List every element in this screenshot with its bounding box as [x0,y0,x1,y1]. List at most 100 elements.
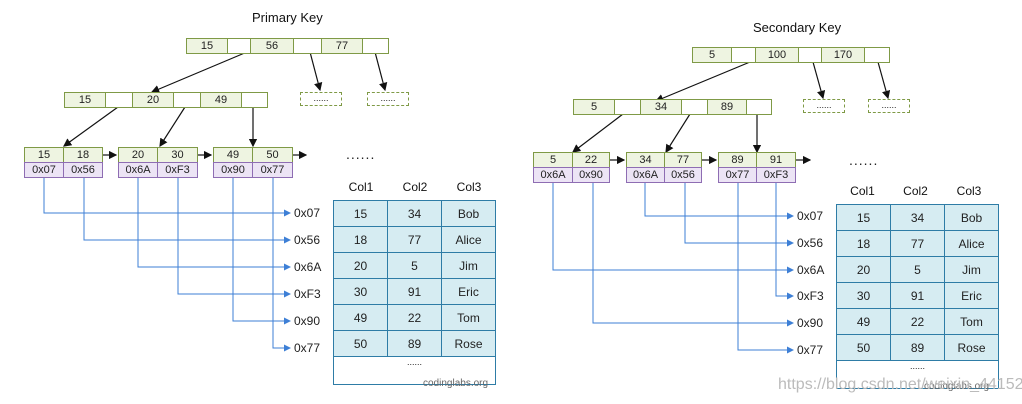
primary-inner-key: 49 [200,92,242,108]
primary-leaf-address: 0x56 [63,162,103,178]
table-cell: Alice [441,226,496,253]
table-cell: 20 [333,252,388,279]
table-cell: 20 [836,256,891,283]
primary-tree-arrows [63,51,388,160]
secondary-column-header: Col3 [956,184,982,198]
primary-root-pointer [293,38,322,54]
secondary-inner-key: 89 [707,99,747,115]
primary-key-title: Primary Key [252,10,323,25]
primary-placeholder-node: ...... [300,92,342,106]
table-cell: 91 [890,282,945,309]
table-footer-ellipsis: ...... [836,360,999,389]
secondary-inner-key: 34 [640,99,682,115]
table-cell: Bob [441,200,496,227]
primary-ellipsis: ...... [346,146,376,162]
secondary-root-pointer [864,47,890,63]
table-cell: Tom [441,304,496,331]
primary-root-key: 15 [186,38,228,54]
secondary-leaf-key: 89 [718,152,757,168]
table-cell: 89 [890,334,945,361]
primary-root-pointer [227,38,251,54]
primary-row-address: 0x6A [294,260,322,274]
secondary-watermark: codinglabs.org [924,381,990,392]
secondary-leaf-address: 0x6A [626,167,665,183]
secondary-row-address: 0x77 [797,343,824,357]
secondary-root-key: 170 [821,47,865,63]
primary-column-header: Col1 [348,180,374,194]
table-footer-ellipsis: ...... [333,356,496,385]
secondary-leaf-address: 0xF3 [756,167,796,183]
secondary-key-title: Secondary Key [753,20,842,35]
table-cell: 22 [890,308,945,335]
table-footer-row: ...... [333,356,496,385]
table-cell: Rose [944,334,999,361]
primary-root-key: 77 [321,38,363,54]
secondary-leaf-address: 0x90 [572,167,610,183]
primary-leaf-address: 0x90 [213,162,253,178]
secondary-leaf-key: 5 [533,152,573,168]
table-cell: 18 [333,226,388,253]
primary-row-address: 0x56 [294,233,321,247]
secondary-root-key: 100 [755,47,799,63]
table-cell: 77 [387,226,442,253]
primary-leaf-key: 20 [118,147,158,163]
primary-column-header: Col2 [402,180,428,194]
table-cell: 49 [333,304,388,331]
table-cell: Tom [944,308,999,335]
table-cell: Rose [441,330,496,357]
secondary-inner-key: 5 [573,99,615,115]
table-cell: 30 [836,282,891,309]
secondary-row-address: 0x6A [797,263,825,277]
table-cell: 18 [836,230,891,257]
table-cell: Jim [441,252,496,279]
table-cell: 30 [333,278,388,305]
table-cell: 50 [333,330,388,357]
table-cell: 5 [387,252,442,279]
primary-inner-key: 15 [64,92,106,108]
table-cell: 77 [890,230,945,257]
table-cell: 22 [387,304,442,331]
blog-watermark: https://blog.csdn.net/weixin_44152... [778,376,1022,393]
primary-inner-pointer [241,92,268,108]
secondary-placeholder-node: ...... [868,99,910,113]
table-cell: 34 [387,200,442,227]
primary-watermark: codinglabs.org [423,378,489,389]
table-cell: Eric [944,282,999,309]
primary-placeholder-node: ...... [367,92,409,106]
primary-row-address: 0x07 [294,206,321,220]
secondary-leaf-address: 0x56 [664,167,702,183]
primary-inner-pointer [105,92,133,108]
table-footer-row: ...... [836,360,999,389]
primary-leaf-address: 0x77 [252,162,293,178]
secondary-leaf-address: 0x6A [533,167,573,183]
table-cell: Bob [944,204,999,231]
secondary-root-pointer [798,47,822,63]
secondary-leaf-key: 77 [664,152,702,168]
primary-row-address: 0x77 [294,341,321,355]
primary-leaf-key: 30 [157,147,198,163]
primary-address-lines [43,172,291,352]
primary-row-address: 0x90 [294,314,321,328]
secondary-inner-pointer [746,99,772,115]
secondary-root-pointer [731,47,756,63]
primary-leaf-key: 49 [213,147,253,163]
secondary-inner-pointer [681,99,708,115]
table-cell: 50 [836,334,891,361]
table-cell: Jim [944,256,999,283]
secondary-ellipsis: ...... [849,152,879,168]
secondary-column-header: Col1 [850,184,875,198]
primary-column-header: Col3 [456,180,482,194]
secondary-leaf-key: 22 [572,152,610,168]
